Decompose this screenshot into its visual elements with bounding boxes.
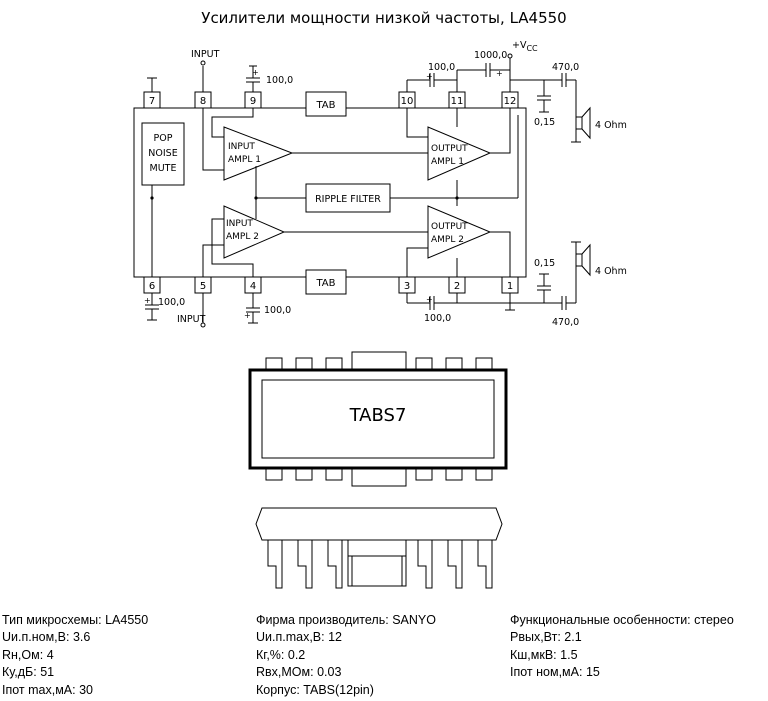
spec-package: Корпус: TABS(12pin) [256, 682, 374, 697]
package-label: TABS7 [349, 405, 407, 426]
cap-470-top-label: 470,0 [552, 62, 579, 73]
tab-top-box [305, 91, 347, 117]
internal-wiring [151, 108, 519, 277]
pop-noise-mute-box [141, 122, 185, 186]
cap-pin4-label: 100,0 [264, 305, 291, 316]
la4550-schematic: 7 8 9 10 11 12 6 5 4 3 2 1 TAB TAB POP N… [133, 40, 627, 589]
output-ampl-2-l1: OUTPUT [431, 222, 468, 232]
external-bottom [145, 241, 591, 328]
output-ampl-1-l1: OUTPUT [431, 144, 468, 154]
input-ampl-2-l1: INPUT [226, 219, 253, 229]
page-title: Усилители мощности низкой частоты, LA455… [201, 9, 567, 27]
svg-text:+: + [244, 311, 251, 320]
pin-12-label: 12 [504, 96, 517, 107]
spec-thd: Кг,%: 0.2 [256, 647, 306, 662]
svg-text:+: + [426, 72, 433, 81]
input-ampl-2-l2: AMPL 2 [226, 232, 259, 242]
spec-supply-max: Uи.п.max,В: 12 [256, 630, 343, 645]
speaker-top-label: 4 Ohm [595, 120, 627, 131]
pin-7-label: 7 [149, 96, 155, 107]
svg-text:+: + [496, 69, 503, 78]
input-ampl-1-l2: AMPL 1 [228, 155, 261, 165]
pin-1-label: 1 [507, 281, 513, 292]
input-bottom-label: INPUT [177, 314, 206, 325]
specs-column-2: Фирма производитель: SANYO Uи.п.max,В: 1… [256, 612, 436, 699]
svg-text:+: + [144, 296, 151, 305]
cap-pin6-label: 100,0 [158, 297, 185, 308]
pin-11-label: 11 [451, 96, 464, 107]
pop-label: POP [154, 133, 173, 144]
spec-supply-nominal: Uи.п.ном,В: 3.6 [2, 630, 91, 645]
pin-8-label: 8 [200, 96, 206, 107]
cap-015-top-label: 0,15 [534, 117, 555, 128]
vcc-label: +VCC [512, 40, 538, 53]
spec-features: Функциональные особенности: стерео [510, 613, 734, 627]
spec-load-resistance: Rн,Ом: 4 [2, 647, 54, 662]
pin-9-label: 9 [250, 96, 256, 107]
package-top-view [248, 351, 508, 487]
input-ampl-1-l1: INPUT [228, 142, 255, 152]
package-side-view [255, 507, 503, 589]
tab-top-label: TAB [315, 100, 335, 111]
mute-label: MUTE [150, 163, 177, 174]
specs-column-3: Функциональные особенности: стерео Рвых,… [510, 612, 734, 682]
pin-5-label: 5 [200, 281, 206, 292]
spec-input-resistance: Rвх,МОм: 0.03 [256, 665, 342, 680]
cap-015-bottom-label: 0,15 [534, 258, 555, 269]
svg-text:+: + [426, 295, 433, 304]
spec-chip-type: Тип микросхемы: LA4550 [2, 613, 149, 627]
input-ampl-2-triangle [223, 205, 286, 259]
input-top-label: INPUT [191, 49, 220, 60]
tab-bottom-label: TAB [315, 278, 335, 289]
ic-body [133, 107, 527, 278]
cap-1000-label: 1000,0 [474, 50, 507, 61]
spec-current-nominal: Iпот ном,мА: 15 [510, 665, 600, 680]
pin-10-label: 10 [401, 96, 414, 107]
pin-4-label: 4 [250, 281, 256, 292]
pin-2-label: 2 [454, 281, 460, 292]
noise-label: NOISE [148, 148, 177, 159]
cap-pin3-label: 100,0 [424, 313, 451, 324]
output-ampl-2-l2: AMPL 2 [431, 235, 464, 245]
output-ampl-2-triangle [427, 205, 492, 259]
tab-bottom-box [305, 269, 347, 295]
pin-6-label: 6 [149, 281, 155, 292]
speaker-bottom-label: 4 Ohm [595, 266, 627, 277]
pin-3-label: 3 [404, 281, 410, 292]
cap-pin10-label: 100,0 [428, 62, 455, 73]
spec-gain: Ку,дБ: 51 [2, 665, 55, 680]
spec-manufacturer: Фирма производитель: SANYO [256, 613, 436, 627]
junction-dots [150, 196, 459, 200]
cap-pin9-label: 100,0 [266, 75, 293, 86]
output-ampl-1-l2: AMPL 1 [431, 157, 464, 167]
spec-current-max: Iпот max,мА: 30 [2, 682, 93, 697]
external-top [147, 53, 591, 143]
ripple-filter-label: RIPPLE FILTER [315, 194, 381, 205]
cap-470-bottom-label: 470,0 [552, 317, 579, 328]
input-ampl-1-triangle [223, 126, 294, 181]
specs-column-1: Тип микросхемы: LA4550 Uи.п.ном,В: 3.6 R… [2, 612, 148, 699]
spec-output-power: Рвых,Вт: 2.1 [510, 630, 582, 645]
spec-noise: Кш,мкВ: 1.5 [510, 647, 578, 662]
svg-text:+: + [252, 68, 259, 77]
